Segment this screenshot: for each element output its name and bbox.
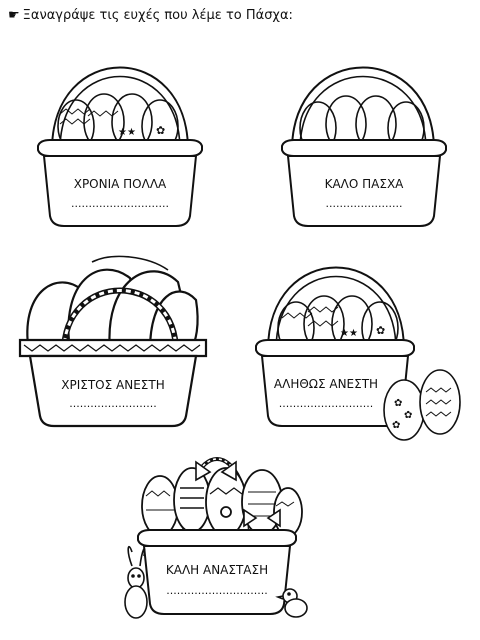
basket-body xyxy=(28,354,198,428)
chick-icon xyxy=(275,588,308,618)
svg-text:★★: ★★ xyxy=(340,328,358,339)
basket-1: ★★ ✿ ΧΡΟΝΙΑ ΠΟΛΛΑ ......................… xyxy=(37,66,203,227)
instruction-line: ☛Ξαναγράψε τις ευχές που λέμε το Πάσχα: xyxy=(8,8,293,23)
svg-text:✿: ✿ xyxy=(156,124,165,137)
svg-text:✿: ✿ xyxy=(392,420,400,431)
basket-3: ΧΡΙΣΤΟΣ ΑΝΕΣΤΗ ......................... xyxy=(18,255,208,428)
svg-text:✿: ✿ xyxy=(394,398,402,409)
basket-body xyxy=(42,155,198,227)
basket-handle xyxy=(51,66,189,151)
basket-label: ΚΑΛΗ ΑΝΑΣΤΑΣΗ xyxy=(166,563,268,577)
basket-rim xyxy=(37,139,203,157)
basket-rim xyxy=(255,339,415,357)
basket-4: ★★ ✿ ΑΛΗΘΩΣ ΑΝΕΣΤΗ .....................… xyxy=(255,266,461,441)
instruction-text: Ξαναγράψε τις ευχές που λέμε το Πάσχα: xyxy=(22,8,293,23)
svg-text:✿: ✿ xyxy=(376,324,385,337)
basket-body xyxy=(142,545,292,615)
pointing-hand-icon: ☛ xyxy=(8,8,20,23)
svg-text:★★: ★★ xyxy=(118,127,136,138)
basket-handle-inner xyxy=(299,75,427,151)
basket-label: ΧΡΟΝΙΑ ΠΟΛΛΑ xyxy=(74,177,167,191)
basket-rim xyxy=(137,529,297,547)
basket-label: ΑΛΗΘΩΣ ΑΝΕΣΤΗ xyxy=(274,377,378,391)
writing-line: ............................ xyxy=(71,197,169,210)
basket-handle xyxy=(291,66,435,151)
writing-line: ............................. xyxy=(166,584,267,597)
basket-handle xyxy=(267,266,405,351)
basket-rim xyxy=(18,338,208,358)
writing-line: ......................... xyxy=(69,397,156,410)
eggs xyxy=(141,467,303,537)
basket-label: ΧΡΙΣΤΟΣ ΑΝΕΣΤΗ xyxy=(61,378,164,392)
svg-text:✿: ✿ xyxy=(404,410,412,421)
basket-rim xyxy=(281,139,447,157)
basket-handle-weave xyxy=(62,289,178,353)
bunny-icon xyxy=(124,546,148,619)
basket-label: ΚΑΛΟ ΠΑΣΧΑ xyxy=(325,177,405,191)
basket-handle-inner xyxy=(275,275,397,351)
basket-5: ΚΑΛΗ ΑΝΑΣΤΑΣΗ ..........................… xyxy=(124,457,308,619)
bows xyxy=(195,460,281,528)
basket-body xyxy=(286,155,442,227)
basket-2: ΚΑΛΟ ΠΑΣΧΑ ...................... xyxy=(281,66,447,227)
extra-eggs-icon: ✿ ✿ ✿ xyxy=(383,369,461,441)
writing-line: ...................... xyxy=(326,197,403,210)
basket-handle-inner xyxy=(59,75,181,151)
writing-line: ........................... xyxy=(279,397,373,410)
